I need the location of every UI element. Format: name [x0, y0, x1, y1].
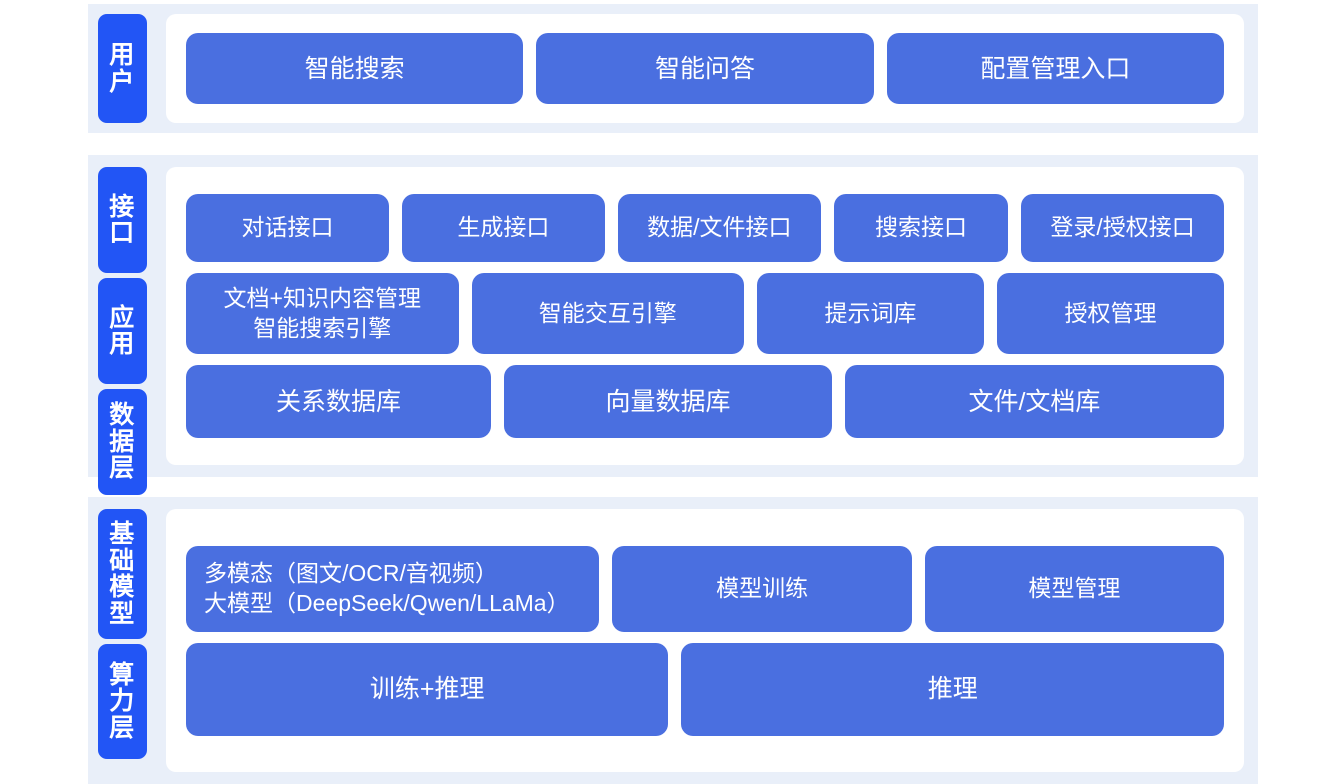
section-platform: 接口 应用 数据层 对话接口 生成接口 数据/文件接口 搜索接口 登录/授权接口…: [88, 155, 1258, 495]
card-relational-database[interactable]: 关系数据库: [186, 365, 492, 438]
card-model-management[interactable]: 模型管理: [924, 545, 1225, 632]
application-row: 文档+知识内容管理 智能搜索引擎 智能交互引擎 提示词库 授权管理: [186, 273, 1224, 354]
card-intelligent-search[interactable]: 智能搜索: [186, 33, 524, 104]
section-infrastructure: 基础模型 算力层 多模态（图文/OCR/音视频） 大模型（DeepSeek/Qw…: [88, 497, 1258, 784]
card-search-api[interactable]: 搜索接口: [833, 194, 1009, 262]
section-infrastructure-panel: 多模态（图文/OCR/音视频） 大模型（DeepSeek/Qwen/LLaMa）…: [166, 509, 1244, 772]
card-model-training[interactable]: 模型训练: [612, 545, 912, 632]
section-platform-panel: 对话接口 生成接口 数据/文件接口 搜索接口 登录/授权接口 文档+知识内容管理…: [166, 167, 1244, 465]
data-row: 关系数据库 向量数据库 文件/文档库: [186, 365, 1224, 438]
card-training-and-inference[interactable]: 训练+推理: [186, 642, 669, 736]
card-multimodal-large-model[interactable]: 多模态（图文/OCR/音视频） 大模型（DeepSeek/Qwen/LLaMa）: [186, 545, 600, 632]
layer-badge-data[interactable]: 数据层: [97, 389, 147, 495]
card-generation-api[interactable]: 生成接口: [401, 194, 605, 262]
card-file-document-store[interactable]: 文件/文档库: [844, 365, 1224, 438]
interface-row: 对话接口 生成接口 数据/文件接口 搜索接口 登录/授权接口: [186, 194, 1224, 262]
section-user: 用户 智能搜索 智能问答 配置管理入口: [88, 4, 1258, 133]
compute-row: 训练+推理 推理: [186, 642, 1224, 736]
card-intelligent-interaction-engine[interactable]: 智能交互引擎: [471, 273, 745, 354]
card-inference[interactable]: 推理: [681, 642, 1224, 736]
section-user-rail: 用户: [88, 4, 156, 133]
card-authorization-management[interactable]: 授权管理: [997, 273, 1224, 354]
foundation-model-row: 多模态（图文/OCR/音视频） 大模型（DeepSeek/Qwen/LLaMa）…: [186, 545, 1225, 632]
layer-badge-application[interactable]: 应用: [97, 278, 147, 384]
card-prompt-library[interactable]: 提示词库: [757, 273, 985, 354]
layer-badge-interface[interactable]: 接口: [97, 167, 147, 273]
section-infrastructure-rail: 基础模型 算力层: [88, 497, 156, 784]
card-data-file-api[interactable]: 数据/文件接口: [617, 194, 821, 262]
card-config-management-entry[interactable]: 配置管理入口: [886, 33, 1224, 104]
card-intelligent-qa[interactable]: 智能问答: [536, 33, 874, 104]
card-document-knowledge-management[interactable]: 文档+知识内容管理 智能搜索引擎: [186, 273, 459, 354]
card-dialog-api[interactable]: 对话接口: [186, 194, 389, 262]
user-row: 智能搜索 智能问答 配置管理入口: [186, 33, 1224, 104]
card-login-auth-api[interactable]: 登录/授权接口: [1021, 194, 1224, 262]
layer-badge-compute[interactable]: 算力层: [97, 644, 147, 759]
card-vector-database[interactable]: 向量数据库: [504, 365, 832, 438]
section-user-panel: 智能搜索 智能问答 配置管理入口: [166, 14, 1244, 123]
section-platform-rail: 接口 应用 数据层: [88, 155, 156, 495]
layer-badge-user[interactable]: 用户: [97, 14, 147, 123]
layer-badge-foundation-model[interactable]: 基础模型: [97, 509, 147, 639]
